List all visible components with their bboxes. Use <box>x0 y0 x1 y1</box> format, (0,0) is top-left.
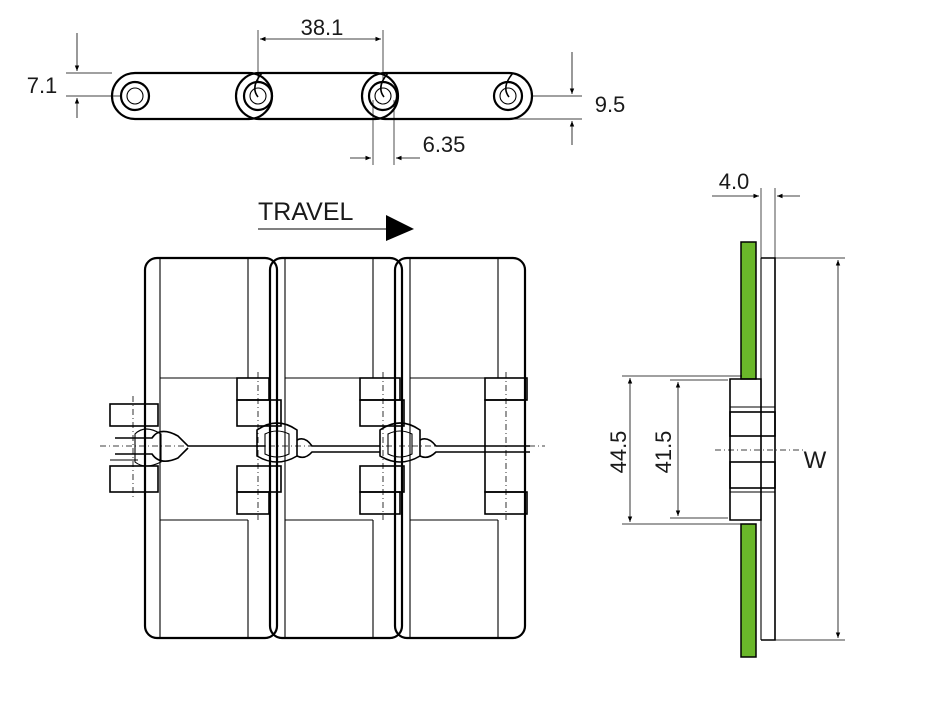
height-left-label: 7.1 <box>27 73 58 98</box>
height-left-dimension: 7.1 <box>27 33 120 118</box>
width-symbol-label: W <box>804 447 827 474</box>
travel-label: TRAVEL <box>258 198 353 226</box>
top-view-centerlines <box>100 372 545 520</box>
hinge-profile <box>729 378 776 521</box>
inner-width-dimension: 41.5 <box>651 379 728 519</box>
top-plates <box>143 256 527 640</box>
pitch-label: 38.1 <box>301 15 344 40</box>
inner-width-label: 41.5 <box>651 431 676 474</box>
plate-bottom <box>740 523 757 658</box>
travel-indicator: TRAVEL <box>258 198 414 241</box>
pin-dimension: 6.35 <box>350 100 465 165</box>
plate-top <box>740 241 757 380</box>
chain-top-view <box>100 256 545 640</box>
chain-side-view: 38.1 7.1 9.5 6.35 <box>27 15 625 165</box>
chain-end-view: 4.0 44.5 41.5 W <box>606 169 845 658</box>
side-thickness-label: 4.0 <box>719 169 750 194</box>
pin-dimension-label: 6.35 <box>423 132 466 157</box>
pin-holes <box>119 80 524 112</box>
height-right-label: 9.5 <box>595 92 626 117</box>
height-right-dimension: 9.5 <box>395 52 625 145</box>
arrow-right-icon <box>258 215 414 241</box>
side-thickness-dimension: 4.0 <box>712 169 800 258</box>
width-dimension: W <box>775 257 845 641</box>
chain-links <box>110 71 534 121</box>
outer-width-dimension: 44.5 <box>606 375 742 525</box>
outer-width-label: 44.5 <box>606 431 631 474</box>
center-hooks <box>110 422 530 467</box>
pitch-dimension: 38.1 <box>257 15 384 82</box>
